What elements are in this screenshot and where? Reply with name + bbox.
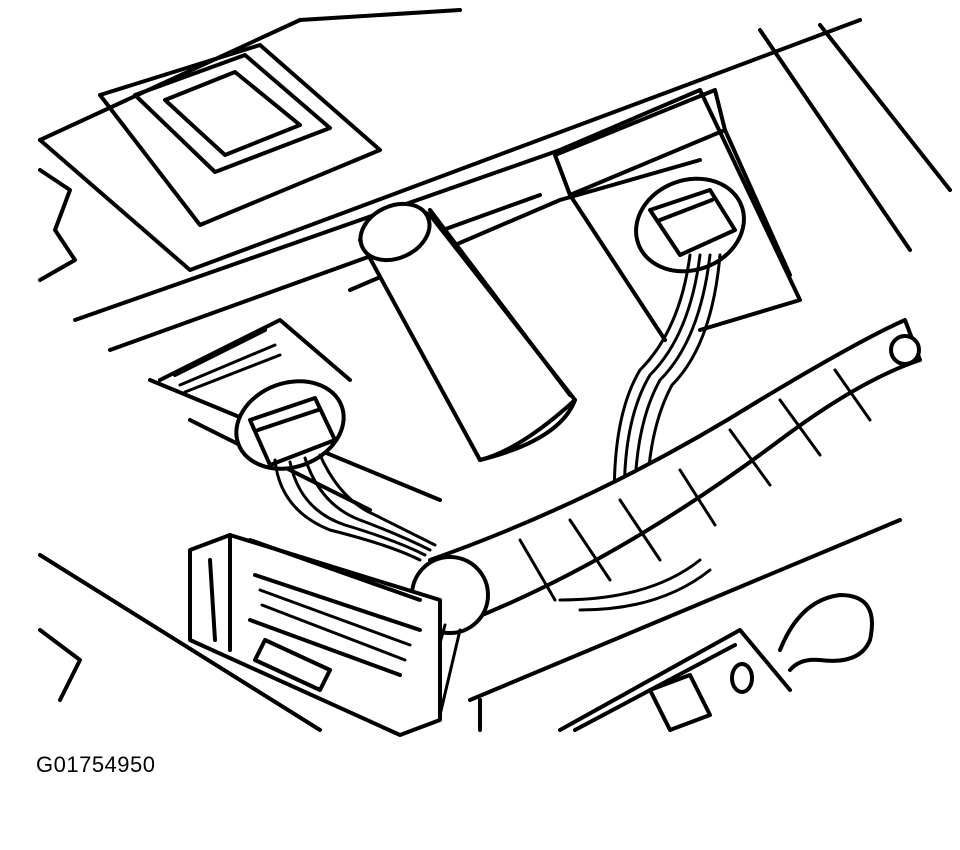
upper-housing	[38, 8, 952, 272]
left-connector	[234, 379, 346, 471]
left-wires	[273, 453, 437, 562]
cylinder-component	[358, 201, 577, 462]
right-connector	[553, 88, 792, 342]
wire-harness	[428, 318, 922, 622]
figure-reference-code: G01754950	[36, 752, 156, 777]
lower-bracket	[468, 518, 902, 732]
left-notch	[38, 168, 322, 732]
lower-connector	[188, 533, 442, 737]
